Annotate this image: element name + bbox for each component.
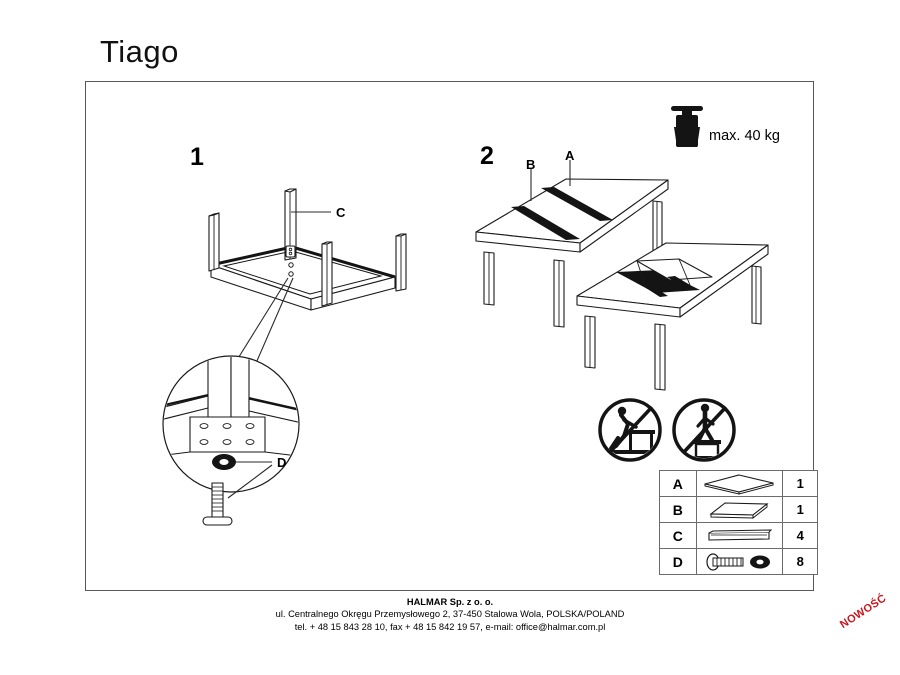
table-row: C 4: [659, 522, 818, 549]
part-qty-d: 8: [782, 548, 818, 575]
part-qty-c: 4: [782, 522, 818, 549]
label-b: B: [526, 157, 536, 172]
extension-leaf-panel-icon: [695, 496, 784, 523]
table-top-panel-icon: [695, 470, 784, 497]
label-d: D: [277, 455, 287, 470]
company-contact: tel. + 48 15 843 28 10, fax + 48 15 842 …: [294, 621, 606, 632]
part-qty-a: 1: [782, 470, 818, 497]
label-a: A: [565, 148, 575, 163]
part-qty-b: 1: [782, 496, 818, 523]
part-letter-a: A: [659, 470, 697, 497]
label-c: C: [336, 205, 346, 220]
part-letter-d: D: [659, 548, 697, 575]
table-row: A 1: [659, 470, 818, 497]
parts-table: A 1 B: [659, 470, 818, 575]
part-letter-b: B: [659, 496, 697, 523]
company-address: ul. Centralnego Okręgu Przemysłowego 2, …: [275, 609, 625, 620]
weight-notice-label: max. 40 kg: [709, 128, 780, 144]
table-row: D 8: [659, 548, 818, 575]
table-row: B 1: [659, 496, 818, 523]
bolt-and-washer-icon: [695, 548, 784, 575]
step-2-number: 2: [480, 142, 494, 170]
footer: HALMAR Sp. z o. o. ul. Centralnego Okręg…: [0, 596, 900, 633]
page-title: Tiago: [100, 34, 179, 69]
step-1-number: 1: [190, 143, 204, 171]
part-letter-c: C: [659, 522, 697, 549]
table-leg-icon: [695, 522, 784, 549]
company-name: HALMAR Sp. z o. o.: [406, 597, 494, 607]
